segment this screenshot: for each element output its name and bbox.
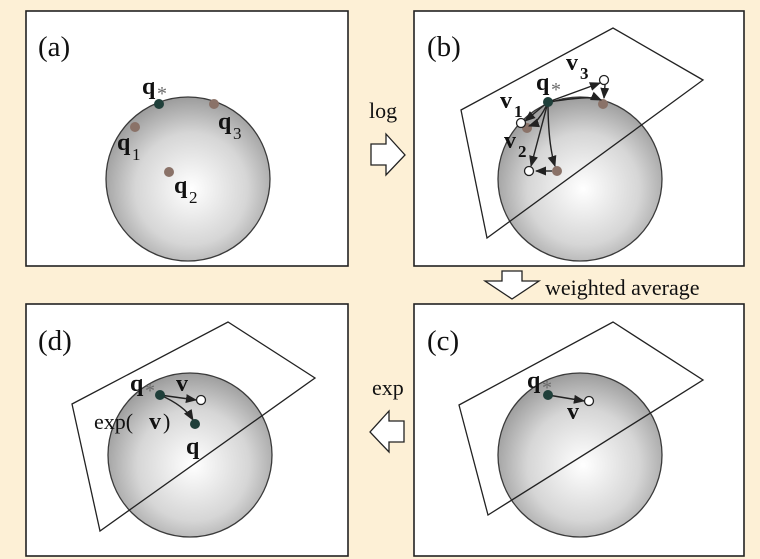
v2-subscript: 2 [518, 142, 527, 161]
panel-d-label: (d) [38, 325, 72, 357]
mean-point-q-star [154, 99, 164, 109]
q-star-star-label: * [551, 79, 561, 101]
tangent-plane [458, 321, 705, 517]
mean-point-q-star [543, 97, 553, 107]
exp-label: exp [372, 375, 404, 400]
exp-step: exp [369, 375, 405, 454]
sample-point-q3 [598, 99, 608, 109]
log-step: log [369, 98, 406, 177]
v1-label: v [500, 88, 512, 114]
mean-point-q-star [155, 390, 165, 400]
panel-c: (c) q * v [413, 303, 745, 557]
projection-arrow-v3 [600, 84, 610, 100]
v-label: v [567, 399, 579, 425]
tangent-vector-v3 [547, 82, 602, 103]
tangent-vector-v [159, 394, 198, 404]
tangent-point-v [583, 395, 595, 407]
geodesic-to-q3 [547, 91, 603, 103]
q2-subscript: 2 [189, 188, 198, 207]
q-star-q-label: q [536, 70, 550, 96]
tangent-plane [460, 27, 705, 240]
v3-label: v [566, 50, 578, 76]
q-star-star-label: * [542, 377, 552, 399]
q-star-q-label: q [527, 368, 541, 394]
sample-point-q2 [164, 167, 174, 177]
tangent-point-v [195, 394, 207, 406]
panel-c-label: (c) [427, 325, 459, 357]
tangent-plane [71, 321, 317, 533]
tangent-point-v3 [598, 74, 610, 86]
q-star-star-label: * [157, 83, 167, 105]
weighted-average-step: weighted average [482, 270, 700, 300]
mean-tangent-vector [547, 394, 586, 404]
v2-label: v [504, 128, 516, 154]
v3-subscript: 3 [580, 64, 589, 83]
panel-d: (d) q * v exp( v ) q [25, 303, 349, 557]
down-arrow-icon [482, 270, 542, 300]
left-arrow-icon [369, 409, 405, 454]
q-star-star-label: * [145, 380, 155, 402]
q1-label: q [117, 130, 131, 156]
sample-point-q3 [209, 99, 219, 109]
tangent-point-v1 [515, 117, 527, 129]
log-label: log [369, 98, 397, 123]
q-result-label: q [186, 434, 200, 460]
v1-subscript: 1 [514, 102, 523, 121]
tangent-point-v2 [523, 165, 535, 177]
result-point-q [190, 419, 200, 429]
q2-label: q [174, 173, 188, 199]
weighted-average-label: weighted average [545, 275, 700, 300]
geodesic-to-q2 [547, 101, 557, 168]
q1-subscript: 1 [132, 145, 141, 164]
panel-b-label: (b) [427, 31, 461, 63]
exp-close-label: ) [163, 409, 170, 434]
q-star-q-label: q [142, 74, 156, 100]
v-label: v [176, 371, 188, 397]
mean-point-q-star [543, 390, 553, 400]
sphere [105, 96, 271, 262]
tangent-vector-v2 [529, 101, 549, 168]
q3-subscript: 3 [233, 124, 242, 143]
exp-v-label: v [149, 409, 161, 435]
exp-open-label: exp( [94, 409, 133, 434]
panel-b: (b) q * v 3 v 1 v 2 [413, 10, 745, 267]
sample-point-q2 [552, 166, 562, 176]
panel-a: (a) q * q 1 q 3 q 2 [25, 10, 349, 267]
sample-point-q1 [130, 122, 140, 132]
q-star-q-label: q [130, 371, 144, 397]
panel-a-label: (a) [38, 31, 70, 63]
right-arrow-icon [370, 132, 406, 177]
sphere [497, 372, 663, 538]
q3-label: q [218, 109, 232, 135]
